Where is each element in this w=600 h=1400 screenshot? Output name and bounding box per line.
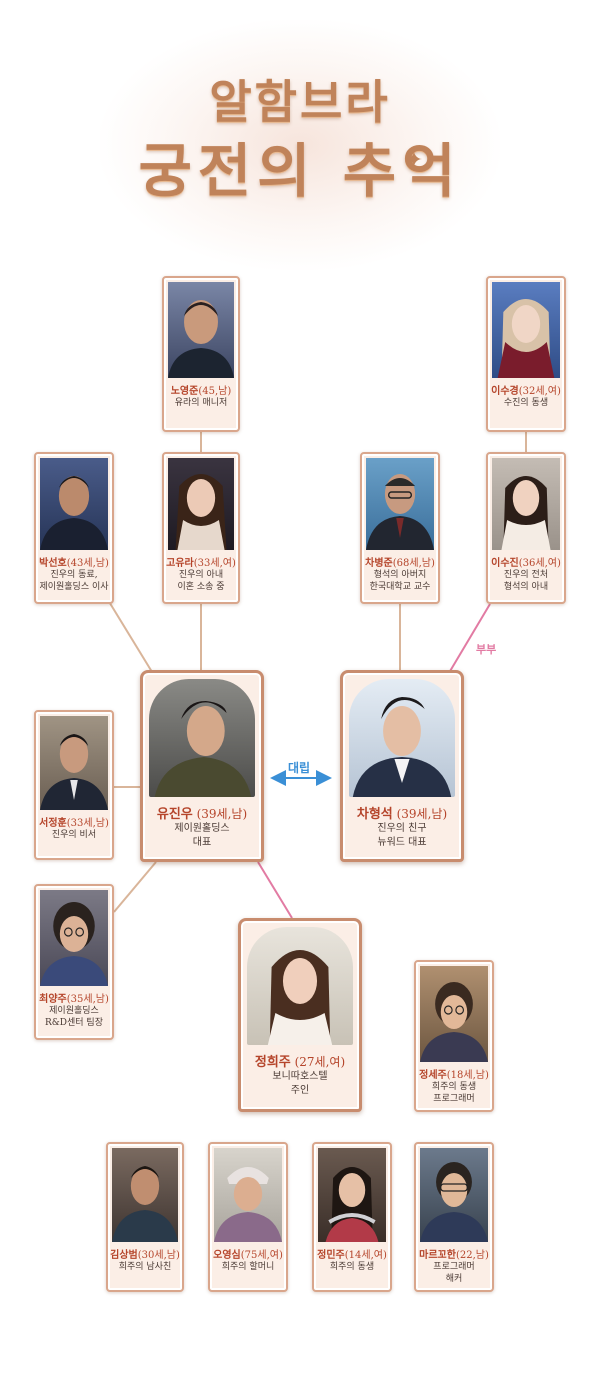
desc-jungseju-2: 프로그래머 [433,1094,475,1104]
portrait-ohyoungsim [214,1148,282,1242]
name-marco: 마르꼬한(22,남) [419,1250,489,1261]
desc-choiyangju-1: 제이원홀딩스 [49,1006,99,1016]
desc-ohyoungsim-1: 희주의 할머니 [221,1262,275,1272]
card-jungseju[interactable]: 정세주(18세,남) 희주의 동생 프로그래머 [414,960,494,1112]
name-chahyungseok: 차형석 (39세,남) [356,807,448,822]
card-seojunghoon[interactable]: 서정훈(33세,남) 진우의 비서 [34,710,114,860]
card-choiyangju[interactable]: 최양주(35세,남) 제이원홀딩스 R&D센터 팀장 [34,884,114,1040]
desc-marco-2: 해커 [445,1274,463,1284]
line-choiyangju-yujinwoo [113,861,157,913]
card-noyoungjun[interactable]: 노영준(45,남) 유라의 매니저 [162,276,240,432]
name-goyura: 고유라(33세,여) [166,558,236,569]
desc-goyura-2: 이혼 소송 중 [177,582,225,592]
portrait-leesujin [492,458,560,550]
title-glow [100,20,500,270]
name-ohyoungsim: 오영심(75세,여) [213,1250,283,1261]
portrait-jungminju [318,1148,386,1242]
card-yujinwoo[interactable]: 유진우 (39세,남) 제이원홀딩스 대표 [140,670,264,862]
desc-chahyungseok-2: 뉴워드 대표 [377,837,427,848]
name-leesujin: 이수진(36세,여) [491,558,561,569]
drama-title-line1: 알함브라 [209,75,391,129]
card-marco[interactable]: 마르꼬한(22,남) 프로그래머 해커 [414,1142,494,1292]
desc-goyura-1: 진우의 아내 [178,570,224,580]
desc-seojunghoon-1: 진우의 비서 [51,830,97,840]
desc-yujinwoo-1: 제이원홀딩스 [174,823,230,834]
portrait-seojunghoon [40,716,108,810]
desc-jungminju-1: 희주의 동생 [329,1262,375,1272]
portrait-chahyungseok [349,679,455,797]
desc-junghuiju-1: 보니따호스텔 [272,1071,328,1082]
portrait-jungseju [420,966,488,1062]
portrait-yujinwoo [149,679,255,797]
desc-chabyungjun-2: 한국대학교 교수 [369,582,431,592]
name-chabyungjun: 차병준(68세,남) [365,558,435,569]
desc-junghuiju-2: 주인 [290,1085,310,1096]
desc-parksunho-1: 진우의 동료, [50,570,98,580]
name-leesujung: 이수경(32세,여) [491,386,561,397]
desc-leesujin-2: 형석의 아내 [503,582,549,592]
portrait-leesujung [492,282,560,378]
desc-chahyungseok-1: 진우의 친구 [377,823,427,834]
portrait-kimsangbum [112,1148,178,1242]
line-yujinwoo-junghuiju [257,861,293,919]
portrait-noyoungjun [168,282,234,378]
desc-noyoungjun-1: 유라의 매니저 [174,398,228,408]
desc-jungseju-1: 희주의 동생 [431,1082,477,1092]
desc-parksunho-2: 제이원홀딩스 이사 [39,582,109,592]
card-junghuiju[interactable]: 정희주 (27세,여) 보니따호스텔 주인 [238,918,362,1112]
name-yujinwoo: 유진우 (39세,남) [156,807,248,822]
desc-marco-1: 프로그래머 [433,1262,475,1272]
name-jungseju: 정세주(18세,남) [419,1070,489,1081]
rivalry-label: 대립 [288,761,311,775]
card-kimsangbum[interactable]: 김상범(30세,남) 희주의 남사친 [106,1142,184,1292]
drama-title-line2: 궁전의 추억 [138,137,462,205]
desc-chabyungjun-1: 형석의 아버지 [373,570,427,580]
card-goyura[interactable]: 고유라(33세,여) 진우의 아내 이혼 소송 중 [162,452,240,604]
portrait-marco [420,1148,488,1242]
card-leesujung[interactable]: 이수경(32세,여) 수진의 동생 [486,276,566,432]
married-label: 부부 [476,643,497,656]
desc-choiyangju-2: R&D센터 팀장 [45,1018,103,1028]
name-seojunghoon: 서정훈(33세,남) [39,818,109,829]
name-noyoungjun: 노영준(45,남) [170,386,232,397]
portrait-chabyungjun [366,458,434,550]
desc-leesujung-1: 수진의 동생 [503,398,549,408]
card-chahyungseok[interactable]: 차형석 (39세,남) 진우의 친구 뉴워드 대표 [340,670,464,862]
portrait-junghuiju [247,927,353,1045]
name-choiyangju: 최양주(35세,남) [39,994,109,1005]
name-kimsangbum: 김상범(30세,남) [110,1250,180,1261]
card-leesujin[interactable]: 이수진(36세,여) 진우의 전처 형석의 아내 [486,452,566,604]
name-junghuiju: 정희주 (27세,여) [254,1055,346,1070]
desc-yujinwoo-2: 대표 [192,837,212,848]
name-parksunho: 박선호(43세,남) [39,558,109,569]
portrait-parksunho [40,458,108,550]
desc-leesujin-1: 진우의 전처 [503,570,549,580]
card-chabyungjun[interactable]: 차병준(68세,남) 형석의 아버지 한국대학교 교수 [360,452,440,604]
portrait-goyura [168,458,234,550]
card-ohyoungsim[interactable]: 오영심(75세,여) 희주의 할머니 [208,1142,288,1292]
card-parksunho[interactable]: 박선호(43세,남) 진우의 동료, 제이원홀딩스 이사 [34,452,114,604]
desc-kimsangbum-1: 희주의 남사친 [118,1262,172,1272]
name-jungminju: 정민주(14세,여) [317,1250,387,1261]
sparkle-icon: ✦ [404,148,424,173]
card-jungminju[interactable]: 정민주(14세,여) 희주의 동생 [312,1142,392,1292]
portrait-choiyangju [40,890,108,986]
